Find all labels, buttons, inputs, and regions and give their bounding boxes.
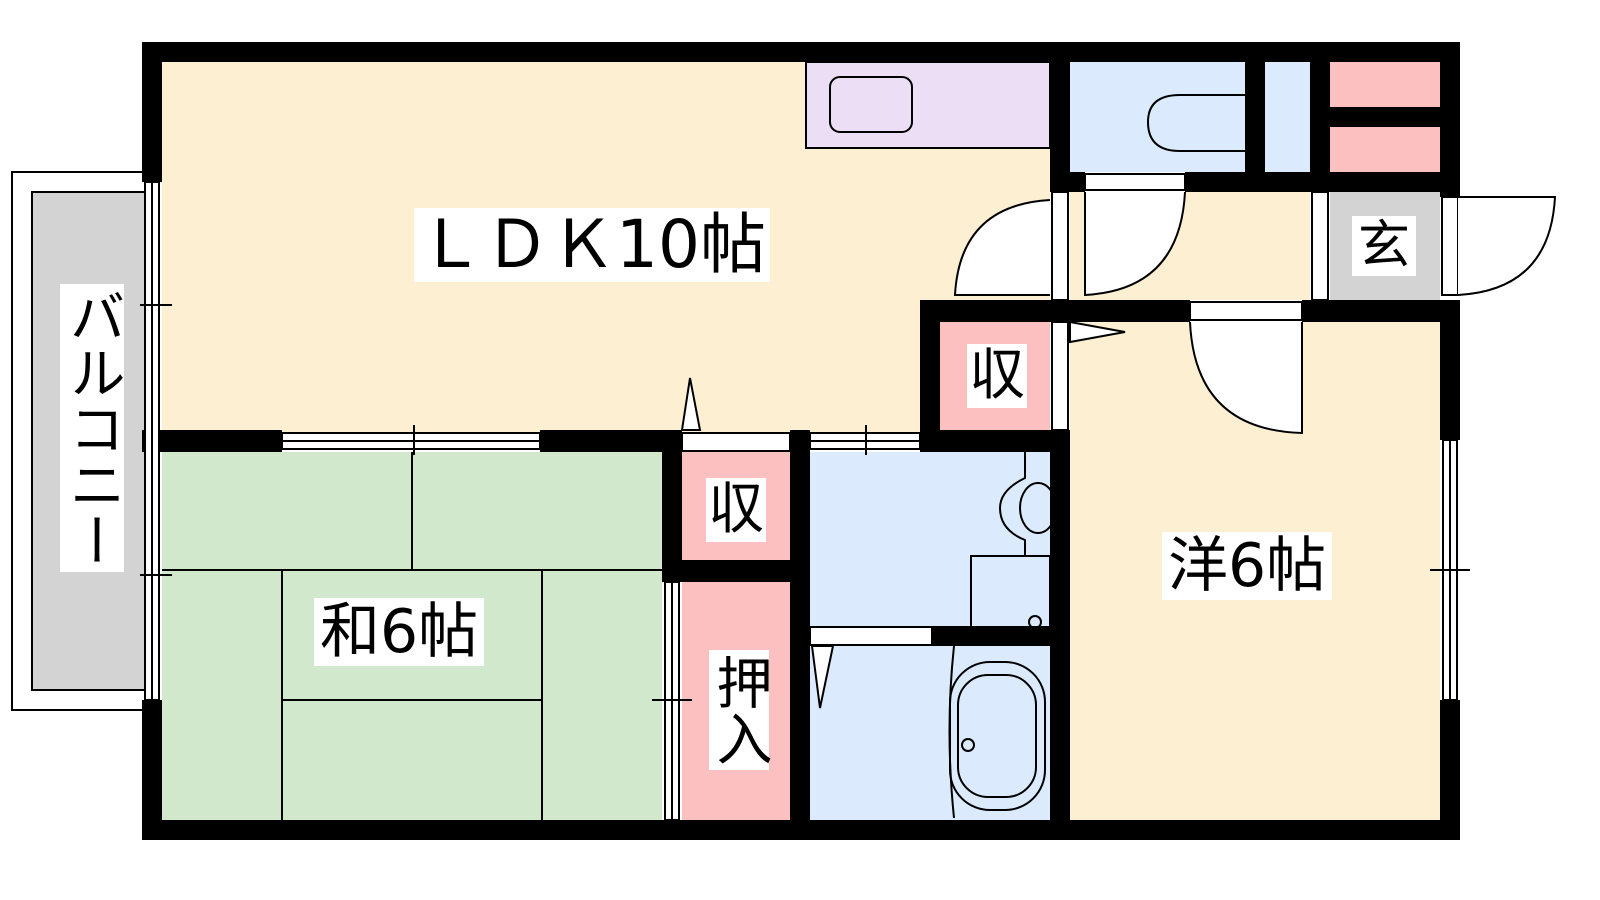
kitchen-counter [805,61,1051,149]
room-label-storage-upper: 収 [967,343,1027,408]
tatami-lines [162,452,662,820]
room-label-entrance: 玄 [1352,216,1417,276]
room-label-western: 洋6帖 [1162,532,1333,600]
room-label-japanese: 和6帖 [314,598,485,666]
walls [142,42,1460,840]
bathtub-icon [948,645,1046,819]
sink-icon [829,76,913,133]
wall-marks [140,304,1470,701]
room-label-storage-lower: 収 [706,477,766,542]
room-label-balcony: バルコニー [60,284,125,572]
shoe-storage [1330,62,1440,107]
doors[interactable] [680,173,1557,709]
toilet-icon [1146,94,1245,152]
room-label-ldk: ＬＤＫ10帖 [414,208,770,282]
room-label-closet: 押入 [707,650,772,770]
